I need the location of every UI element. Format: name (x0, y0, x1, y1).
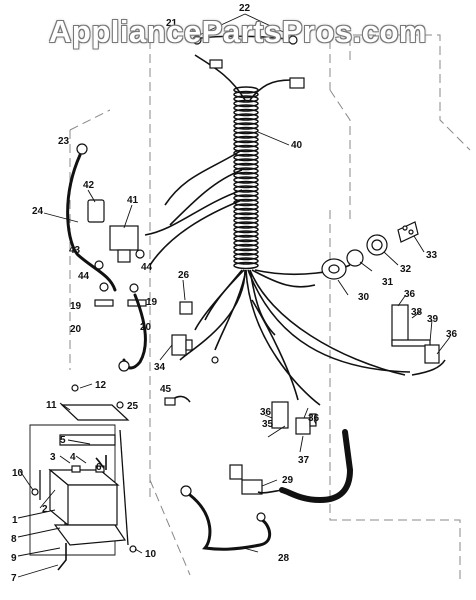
callout-36-upper: 36 (404, 289, 416, 300)
coil-ring (233, 207, 259, 216)
callout-36-lower-left: 36 (260, 407, 272, 418)
leader-40 (257, 131, 290, 146)
callout-12: 12 (95, 380, 107, 391)
callout-6: 6 (96, 462, 102, 473)
callout-38: 38 (411, 307, 423, 318)
callout-1: 1 (12, 515, 18, 526)
callout-23: 23 (58, 136, 70, 147)
callout-35: 35 (262, 419, 274, 430)
frame-outline (69, 34, 471, 580)
coil-ring (233, 158, 259, 166)
coil-ring (233, 243, 259, 252)
coil-ring (233, 221, 259, 229)
callout-22: 22 (239, 3, 251, 14)
coil-ring (233, 230, 259, 238)
coil-ring (233, 257, 259, 265)
callout-34: 34 (154, 362, 166, 373)
callout-43: 43 (69, 245, 81, 256)
callout-21: 21 (166, 18, 178, 29)
callout-25: 25 (127, 401, 139, 412)
left-components (43, 143, 147, 372)
callout-24: 24 (32, 206, 44, 217)
callout-26: 26 (178, 270, 190, 281)
coil-ring (233, 122, 259, 130)
coil-ring (233, 194, 259, 202)
coil-ring (233, 185, 259, 193)
callout-20-right: 20 (140, 322, 152, 333)
coil-ring (233, 99, 259, 108)
coil-ring (233, 144, 259, 153)
lower-right-components (229, 401, 354, 504)
callout-36-lower-right: 36 (308, 413, 320, 424)
callout-39: 39 (427, 314, 439, 325)
coil-ring (233, 126, 259, 135)
callout-30: 30 (358, 292, 370, 303)
callout-labels: 1 2 3 4 5 6 7 8 9 10 10 11 12 19 19 20 2… (11, 3, 458, 584)
coil-ring (233, 113, 259, 121)
coil-ring (233, 162, 259, 171)
coil-ring (233, 180, 259, 189)
coil-ring (233, 176, 259, 184)
callout-44-right: 44 (141, 262, 153, 273)
coil-ring (233, 135, 259, 144)
callout-11: 11 (46, 400, 57, 411)
callout-4: 4 (70, 452, 76, 463)
coil-ring (233, 234, 259, 243)
coil-ring (233, 117, 259, 126)
coil-ring (233, 261, 259, 270)
coil-ring (233, 140, 259, 148)
coil-ring (233, 149, 259, 157)
callout-45: 45 (160, 384, 172, 395)
ground-cable (180, 485, 272, 553)
coil-ring (233, 252, 259, 261)
coil-ring (233, 167, 259, 175)
coil-ring (233, 90, 259, 99)
top-connector (189, 13, 305, 89)
coil-ring (233, 212, 259, 220)
callout-8: 8 (11, 534, 17, 545)
callout-32: 32 (400, 264, 412, 275)
callout-19-left: 19 (70, 301, 82, 312)
callout-10-left: 10 (12, 468, 24, 479)
center-components (159, 279, 219, 406)
coil-ring (233, 171, 259, 180)
callout-20-left: 20 (70, 324, 82, 335)
callout-36-right: 36 (446, 329, 458, 340)
callout-44-left: 44 (78, 271, 90, 282)
coil-ring (233, 95, 259, 103)
callout-33: 33 (426, 250, 438, 261)
coil-ring (233, 216, 259, 225)
callout-3: 3 (50, 452, 56, 463)
callout-7: 7 (11, 573, 17, 584)
callout-29: 29 (282, 475, 294, 486)
coil-ring (233, 104, 259, 112)
coil-ring (233, 203, 259, 211)
coil-ring (233, 248, 259, 256)
callout-42: 42 (83, 180, 95, 191)
coil-ring (233, 225, 259, 234)
callout-41: 41 (127, 195, 139, 206)
callout-37: 37 (298, 455, 310, 466)
callout-2: 2 (42, 504, 48, 515)
coil-ring (233, 86, 259, 94)
callout-40: 40 (291, 140, 303, 151)
coil-ring (233, 131, 259, 139)
coil-ring (233, 108, 259, 117)
callout-19-right: 19 (146, 297, 158, 308)
callout-5: 5 (60, 435, 66, 446)
harness-coil (233, 86, 259, 270)
callout-28: 28 (278, 553, 290, 564)
right-components (321, 221, 451, 376)
battery-assembly (17, 383, 143, 578)
callout-10-right: 10 (145, 549, 157, 560)
callout-9: 9 (11, 553, 17, 564)
coil-ring (233, 153, 259, 162)
callout-31: 31 (382, 277, 394, 288)
coil-ring (233, 239, 259, 247)
